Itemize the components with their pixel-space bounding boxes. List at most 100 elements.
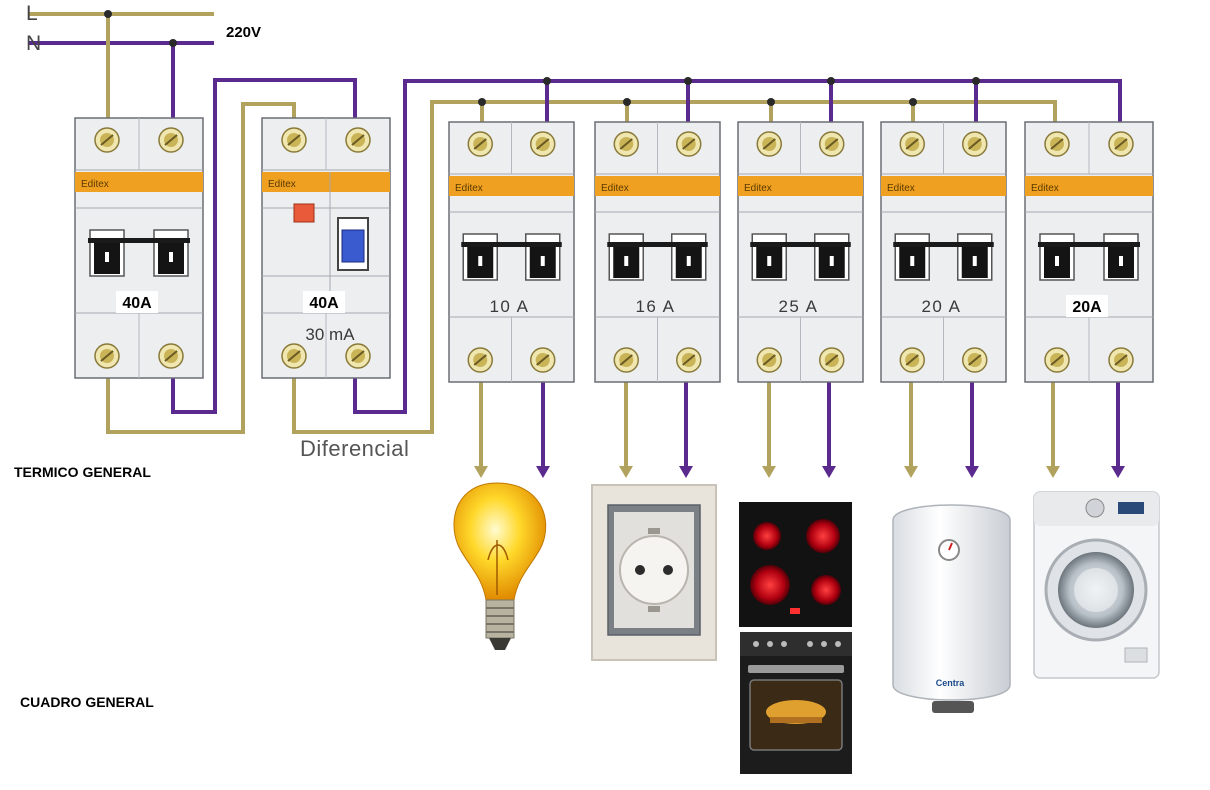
- arrow-icon: [904, 466, 918, 478]
- toggle-mark: [169, 252, 173, 262]
- rating-label: 20 A: [921, 297, 961, 316]
- rating-box: [116, 291, 158, 313]
- terminal-screw-slot: [351, 350, 365, 362]
- terminal-screw-slot: [762, 354, 776, 366]
- arrow-icon: [1046, 466, 1060, 478]
- arrow-icon: [619, 466, 633, 478]
- brand-label: Editex: [455, 183, 483, 194]
- terminal-screw-slot: [351, 134, 365, 146]
- rating-label: 16 A: [635, 297, 675, 316]
- arrow-icon: [679, 466, 693, 478]
- terminal-screw-slot: [825, 138, 839, 150]
- toggle-bar: [1038, 242, 1140, 247]
- terminal-screw-slot: [619, 138, 633, 150]
- toggle-mark: [624, 256, 629, 266]
- terminal-screw-slot: [968, 138, 982, 150]
- junction-dot: [909, 98, 917, 106]
- breaker-c3: Editex 25 A: [737, 121, 864, 383]
- brand-band: [738, 176, 863, 196]
- arrow-icon: [536, 466, 550, 478]
- terminal-screw-slot: [473, 354, 487, 366]
- junction-dot: [684, 77, 692, 85]
- terminal-screw-slot: [619, 354, 633, 366]
- arrow-icon: [762, 466, 776, 478]
- test-button: [293, 203, 315, 223]
- terminal-screw-slot: [536, 354, 550, 366]
- heater-brand-label: Centra: [936, 678, 966, 688]
- junction-dot: [827, 77, 835, 85]
- toggle-mark: [1119, 256, 1123, 266]
- wall-socket-icon: [591, 484, 717, 661]
- toggle-mark: [478, 256, 483, 266]
- neutral-label: N: [26, 32, 42, 55]
- terminal-screw-slot: [682, 354, 696, 366]
- arrow-icon: [1111, 466, 1125, 478]
- general-to-diff-line-wire: [106, 102, 296, 434]
- junction-dot: [543, 77, 551, 85]
- toggle-mark: [829, 256, 834, 266]
- rating-label: 40A: [309, 295, 339, 312]
- water-heater-icon: Centra: [892, 504, 1011, 713]
- terminal-screw-slot: [100, 350, 114, 362]
- terminal-screw-slot: [100, 134, 114, 146]
- rating-label: 25 A: [778, 297, 818, 316]
- toggle-mark: [972, 256, 977, 266]
- brand-label: Editex: [268, 179, 296, 190]
- terminal-screw-slot: [536, 138, 550, 150]
- breaker-differential: Editex 40A 30 mA: [261, 117, 391, 379]
- diferencial-caption: Diferencial: [300, 436, 410, 461]
- brand-band: [75, 172, 203, 192]
- junction-dot: [104, 10, 112, 18]
- terminal-screw-slot: [287, 134, 301, 146]
- rating-label: 40A: [122, 295, 152, 312]
- brand-band: [262, 172, 390, 192]
- terminal-screw-slot: [905, 354, 919, 366]
- washing-machine-icon: [1033, 491, 1160, 679]
- cooktop-oven-icon: [739, 502, 852, 774]
- junction-dot: [169, 39, 177, 47]
- brand-band: [1025, 176, 1153, 196]
- brand-band: [881, 176, 1006, 196]
- toggle-bar: [88, 238, 190, 243]
- junction-dot: [972, 77, 980, 85]
- rating-label: 10 A: [489, 297, 529, 316]
- voltage-label: 220V: [226, 24, 262, 41]
- terminal-screw-slot: [1114, 138, 1128, 150]
- terminal-screw-slot: [905, 138, 919, 150]
- termico-general-label: TERMICO GENERAL: [14, 464, 151, 480]
- terminal-screw-slot: [164, 350, 178, 362]
- toggle-mark: [910, 256, 915, 266]
- sub-rating-label: 30 mA: [305, 325, 355, 344]
- brand-label: Editex: [81, 179, 109, 190]
- terminal-screw-slot: [682, 138, 696, 150]
- terminal-screw-slot: [164, 134, 178, 146]
- arrow-icon: [822, 466, 836, 478]
- terminal-screw-slot: [1050, 354, 1064, 366]
- rating-box: [1066, 295, 1108, 317]
- terminal-screw-slot: [968, 354, 982, 366]
- toggle-bar: [750, 242, 851, 247]
- arrow-icon: [474, 466, 488, 478]
- arrow-icon: [965, 466, 979, 478]
- brand-label: Editex: [1031, 183, 1059, 194]
- junction-dots: [104, 10, 980, 106]
- toggle-lever: [341, 229, 365, 263]
- breaker-c5: Editex 20A: [1024, 121, 1154, 383]
- brand-band: [595, 176, 720, 196]
- brand-label: Editex: [744, 183, 772, 194]
- brand-band: [449, 176, 574, 196]
- rating-label: 20A: [1072, 299, 1102, 316]
- junction-dot: [623, 98, 631, 106]
- toggle-bar: [607, 242, 708, 247]
- terminal-screw-slot: [1114, 354, 1128, 366]
- toggle-mark: [767, 256, 772, 266]
- breaker-c1: Editex 10 A: [448, 121, 575, 383]
- line-label: L: [26, 2, 38, 25]
- terminal-screw-slot: [473, 138, 487, 150]
- junction-dot: [478, 98, 486, 106]
- junction-dot: [767, 98, 775, 106]
- terminal-screw-slot: [762, 138, 776, 150]
